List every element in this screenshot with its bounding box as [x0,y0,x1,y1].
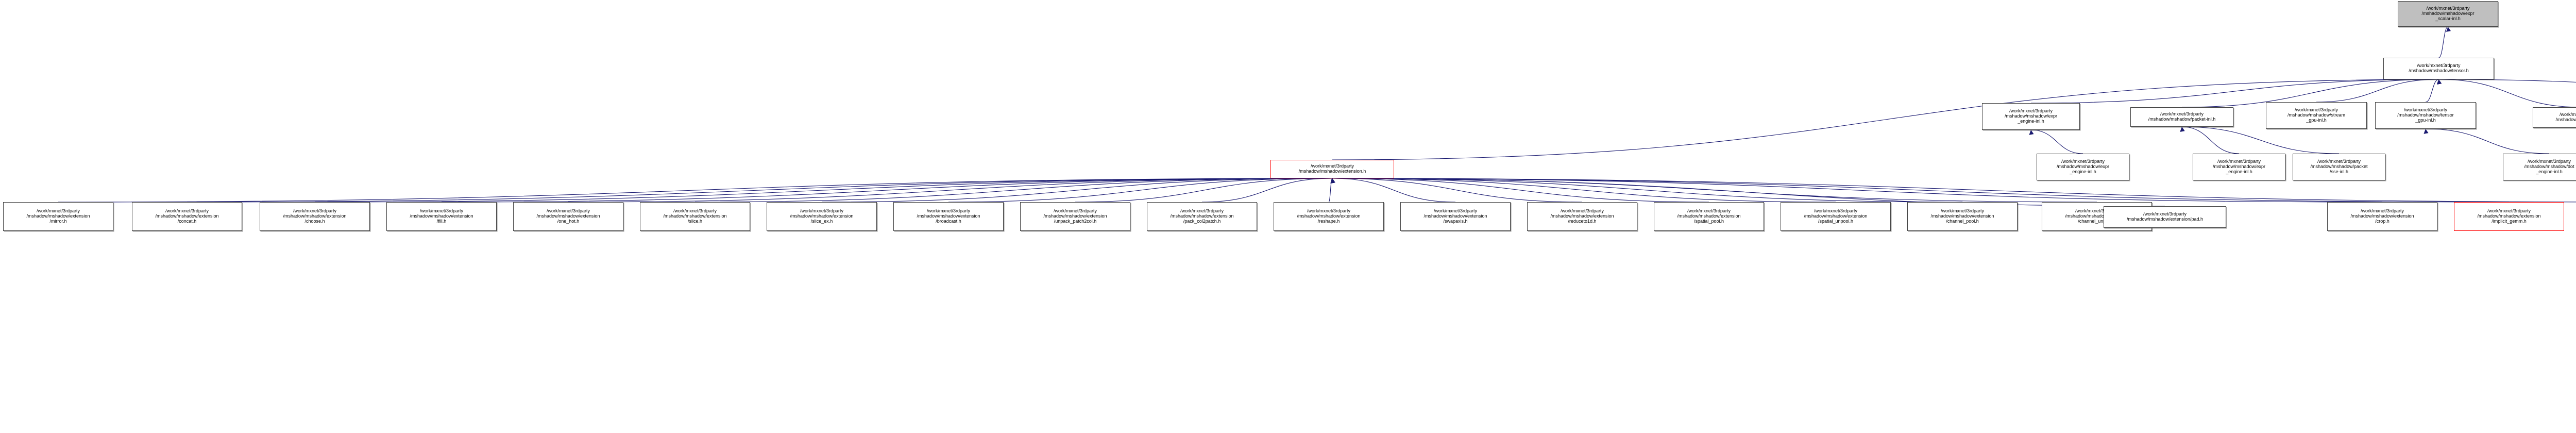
graph-node[interactable]: /work/mxnet/3rdparty /mshadow/mshadow/ex… [1654,202,1764,231]
graph-edge [1328,178,1333,203]
graph-edge-arrowhead [2436,79,2442,85]
graph-node[interactable]: /work/mxnet/3rdparty /mshadow/mshadow/pa… [2293,154,2385,180]
graph-edge [821,178,1333,203]
graph-edge-arrowhead [2180,127,2185,132]
graph-edge [948,178,1333,203]
graph-node[interactable]: /work/mxnet/3rdparty /mshadow/mshadow/ex… [2454,202,2564,231]
graph-node[interactable]: /work/mxnet/3rdparty /mshadow/mshadow/ex… [1400,202,1511,231]
graph-node[interactable]: /work/mxnet/3rdparty /mshadow/mshadow/ex… [386,202,497,231]
graph-edge-arrowhead [1330,178,1335,184]
graph-edge-arrowhead [2436,79,2442,85]
graph-edge [2181,126,2340,154]
graph-edge-arrowhead [1330,178,1335,184]
graph-node[interactable]: /work/mxnet/3rdparty /mshadow/mshadow/ex… [2398,1,2498,27]
graph-edge [1332,178,1456,203]
graph-edge-arrowhead [1330,178,1335,184]
graph-node[interactable]: /work/mxnet/3rdparty /mshadow/mshadow/ex… [1982,103,2080,130]
graph-edge-arrowhead [2436,79,2442,85]
graph-edge-arrowhead [1330,178,1335,184]
graph-node[interactable]: /work/mxnet/3rdparty /mshadow/mshadow/ex… [260,202,370,231]
graph-edge-arrowhead [2029,130,2034,135]
graph-node[interactable]: /work/mxnet/3rdparty /mshadow/mshadow/ex… [767,202,877,231]
graph-edge [2316,79,2439,103]
graph-node[interactable]: /work/mxnet/3rdparty /mshadow/mshadow/ex… [2104,206,2226,228]
graph-edge-arrowhead [1330,178,1335,184]
graph-edge [2030,79,2439,104]
graph-edge [568,178,1333,203]
graph-edge-arrowhead [1330,178,1335,184]
graph-edge [2425,79,2439,103]
graph-node[interactable]: /work/mxnet/3rdparty /mshadow/mshadow/io… [2533,107,2576,128]
graph-edge-arrowhead [1330,178,1335,184]
graph-edge-arrowhead [2424,129,2429,134]
graph-node[interactable]: /work/mxnet/3rdparty /mshadow/mshadow/ex… [1274,202,1384,231]
graph-edge-arrowhead [2446,27,2451,32]
graph-edge [694,178,1333,203]
graph-edge [1332,178,1963,203]
graph-node[interactable]: /work/mxnet/3rdparty /mshadow/mshadow/ex… [1907,202,2018,231]
graph-edge [1075,178,1333,203]
graph-node[interactable]: /work/mxnet/3rdparty /mshadow/mshadow/ex… [132,202,242,231]
graph-edge-arrowhead [2436,79,2442,85]
graph-edge [1201,178,1333,203]
graph-edge [187,178,1333,203]
graph-edge-arrowhead [2436,79,2442,85]
graph-edge-arrowhead [1330,178,1335,184]
graph-node[interactable]: /work/mxnet/3rdparty /mshadow/mshadow/ex… [1020,202,1130,231]
graph-node[interactable]: /work/mxnet/3rdparty /mshadow/mshadow/ex… [513,202,623,231]
graph-edge-arrowhead [1330,178,1335,184]
graph-node[interactable]: /work/mxnet/3rdparty /mshadow/mshadow/pa… [2130,107,2233,127]
graph-edge-arrowhead [1330,178,1335,184]
graph-edge-arrowhead [1330,178,1335,184]
graph-edge-arrowhead [2180,127,2185,132]
graph-edge-arrowhead [1330,178,1335,184]
graph-edge [2030,129,2083,154]
graph-edge [2438,79,2576,82]
graph-node[interactable]: /work/mxnet/3rdparty /mshadow/mshadow/ex… [2327,202,2437,231]
graph-node[interactable]: /work/mxnet/3rdparty /mshadow/mshadow/ex… [640,202,750,231]
graph-edge-arrowhead [1330,178,1335,184]
graph-edge-arrowhead [1330,178,1335,184]
graph-edge [314,178,1333,203]
graph-edge-arrowhead [1330,178,1335,184]
graph-node[interactable]: /work/mxnet/3rdparty /mshadow/mshadow/ex… [1270,160,1394,178]
graph-edge [2181,126,2240,154]
graph-node[interactable]: /work/mxnet/3rdparty /mshadow/mshadow/do… [2503,154,2576,180]
graph-edge-arrowhead [1330,178,1335,184]
graph-node[interactable]: /work/mxnet/3rdparty /mshadow/mshadow/ex… [1781,202,1891,231]
graph-node[interactable]: /work/mxnet/3rdparty /mshadow/mshadow/te… [2375,102,2476,129]
graph-edge [1332,178,2510,203]
graph-edge [1332,178,1583,203]
graph-edge [1332,178,2383,203]
graph-edge-arrowhead [1330,178,1335,184]
graph-edge-arrowhead [1330,178,1335,184]
graph-edge [1332,178,1836,203]
graph-edge [1332,178,2097,203]
graph-edge [441,178,1333,203]
graph-edge-arrowhead [1330,178,1335,184]
graph-edge-arrowhead [2436,79,2442,85]
graph-node[interactable]: /work/mxnet/3rdparty /mshadow/mshadow/ex… [2037,154,2129,180]
graph-edge-arrowhead [1330,178,1335,184]
graph-node[interactable]: /work/mxnet/3rdparty /mshadow/mshadow/ex… [1147,202,1257,231]
graph-node[interactable]: /work/mxnet/3rdparty /mshadow/mshadow/te… [2383,58,2494,79]
graph-edge [2425,128,2550,154]
graph-edge [1332,178,1709,203]
graph-node[interactable]: /work/mxnet/3rdparty /mshadow/mshadow/ex… [2193,154,2285,180]
graph-edge [58,178,1333,203]
graph-node[interactable]: /work/mxnet/3rdparty /mshadow/mshadow/ex… [3,202,113,231]
graph-node[interactable]: /work/mxnet/3rdparty /mshadow/mshadow/ex… [1527,202,1637,231]
graph-node[interactable]: /work/mxnet/3rdparty /mshadow/mshadow/st… [2266,102,2367,129]
graph-edge [2438,26,2449,58]
graph-edge-arrowhead [1330,178,1335,184]
graph-node[interactable]: /work/mxnet/3rdparty /mshadow/mshadow/ex… [893,202,1004,231]
graph-edge [1332,178,2576,203]
graph-edge-arrowhead [2436,79,2442,85]
